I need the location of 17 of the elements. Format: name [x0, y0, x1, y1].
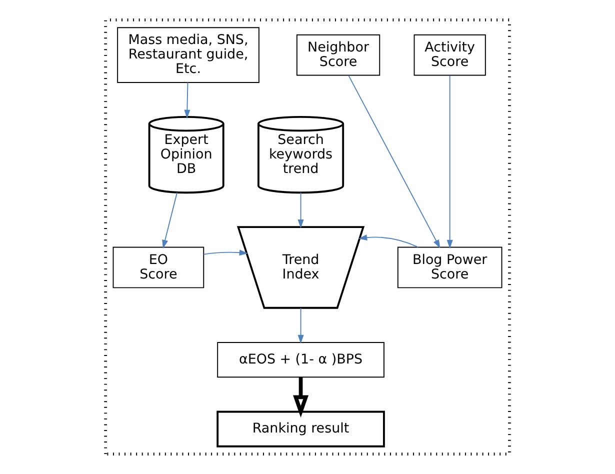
arrow: [203, 250, 248, 256]
cluster: [104, 18, 511, 456]
arrow: [293, 377, 309, 418]
arrow: [184, 82, 190, 118]
node-box: Mass media, SNS, Restaurant guide, Etc.: [117, 27, 260, 83]
node-box: Activity Score: [414, 34, 486, 76]
node-box: Neighbor Score: [296, 34, 380, 76]
arrow: [162, 192, 178, 249]
arrow: [358, 234, 419, 248]
arrow: [298, 308, 304, 344]
node-box: αEOS + (1- α )BPS: [217, 342, 384, 378]
node-box: Blog Power Score: [397, 246, 502, 288]
arrow: [348, 74, 440, 248]
node-box: Ranking result: [216, 410, 385, 448]
node-box: EO Score: [112, 246, 204, 288]
arrow: [298, 192, 304, 228]
arrow: [446, 74, 453, 249]
